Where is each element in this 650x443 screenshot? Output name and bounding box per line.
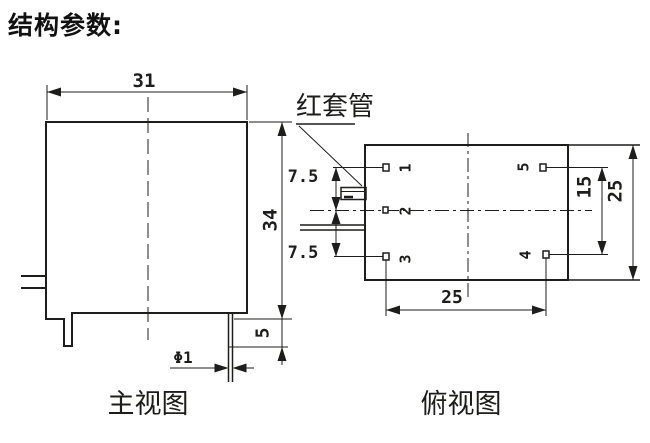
front-dim-pin-diameter bbox=[170, 363, 254, 373]
red-sleeve-leader bbox=[296, 123, 363, 187]
top-dim-pin-column-span bbox=[386, 305, 546, 315]
top-dim-depth bbox=[628, 145, 638, 280]
page-title: 结构参数: bbox=[8, 11, 123, 40]
pin-number-4: 4 bbox=[516, 250, 534, 259]
dim-label-pin-column-span: 25 bbox=[441, 287, 463, 308]
arrow-up-icon bbox=[331, 167, 341, 181]
pin-number-5: 5 bbox=[514, 162, 532, 171]
arrow-up-icon bbox=[277, 122, 287, 136]
pin-extension-lines bbox=[333, 167, 608, 316]
front-dim-pin-length bbox=[228, 319, 288, 365]
red-sleeve bbox=[340, 186, 367, 201]
top-dim-pin-offsets bbox=[331, 167, 341, 257]
dim-label-pin-diameter: Φ1 bbox=[173, 348, 192, 367]
front-lead-wires bbox=[21, 275, 46, 289]
pin-square-2 bbox=[382, 206, 389, 214]
front-view bbox=[21, 85, 292, 382]
dim-label-pin-length: 5 bbox=[252, 328, 273, 339]
arrow-down-icon bbox=[277, 305, 287, 319]
arrow-up-icon bbox=[597, 167, 607, 181]
arrow-right-icon bbox=[532, 305, 546, 315]
front-dim-width bbox=[46, 85, 248, 120]
arrow-up-icon bbox=[331, 210, 341, 224]
pin-number-3: 3 bbox=[396, 254, 414, 263]
pin-number-1: 1 bbox=[396, 163, 414, 172]
pin-square-1 bbox=[382, 163, 390, 172]
pin-number-2: 2 bbox=[396, 206, 414, 215]
top-dim-right-pin-span bbox=[597, 167, 607, 255]
dim-label-pin-offset-upper: 7.5 bbox=[288, 167, 319, 187]
dim-label-pin-offset-lower: 7.5 bbox=[288, 243, 319, 263]
front-view-label: 主视图 bbox=[108, 389, 189, 420]
dim-label-depth: 25 bbox=[605, 180, 627, 203]
front-body-outline bbox=[45, 121, 248, 347]
lower-lead-wire bbox=[300, 224, 365, 231]
top-view bbox=[296, 123, 640, 316]
arrow-left-icon bbox=[232, 363, 247, 373]
dim-label-width: 31 bbox=[133, 70, 156, 92]
arrow-left-icon bbox=[47, 87, 61, 97]
top-right-extension-lines bbox=[568, 144, 640, 281]
pin-square-3 bbox=[382, 252, 390, 261]
dim-label-right-pin-span: 15 bbox=[574, 176, 596, 199]
arrow-down-icon bbox=[331, 197, 341, 211]
top-view-label: 俯视图 bbox=[421, 389, 502, 420]
arrow-down-icon bbox=[597, 241, 607, 255]
arrow-down-icon bbox=[628, 266, 638, 280]
arrow-right-icon bbox=[233, 87, 247, 97]
arrow-up-icon bbox=[628, 145, 638, 159]
arrow-left-icon bbox=[386, 305, 400, 315]
front-dim-height bbox=[234, 121, 292, 320]
red-sleeve-callout-label: 红套管 bbox=[296, 92, 374, 122]
arrow-right-icon bbox=[214, 363, 229, 373]
pin-square-4 bbox=[542, 250, 550, 259]
dim-label-height: 34 bbox=[260, 209, 282, 232]
arrow-up-icon bbox=[277, 347, 287, 361]
arrow-down-icon bbox=[331, 243, 341, 257]
pin-square-5 bbox=[539, 163, 547, 172]
